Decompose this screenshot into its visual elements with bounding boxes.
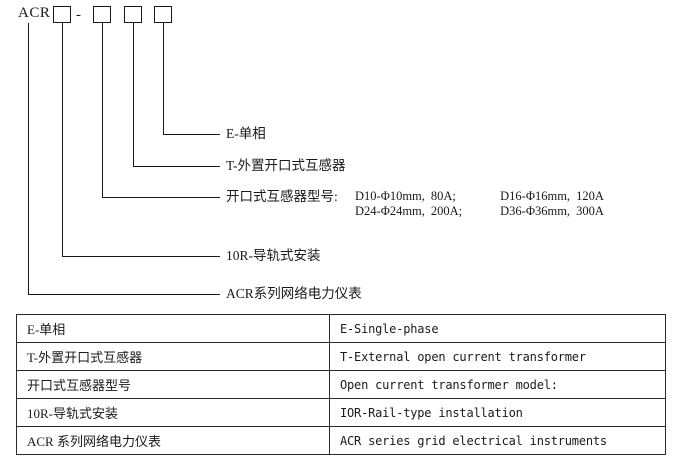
- model-code-header: ACR -: [0, 0, 681, 34]
- legend-cn-3: 10R-导轨式安装: [16, 398, 330, 427]
- annotation-single-phase: E-单相: [226, 126, 266, 141]
- leader-hline-acr-series: [28, 294, 220, 296]
- model-prefix-label: ACR: [18, 5, 51, 21]
- table-row: 开口式互感器型号 Open current transformer model:: [16, 370, 666, 399]
- legend-en-2: Open current transformer model:: [329, 370, 666, 399]
- leader-vline-acr-series: [28, 23, 30, 295]
- legend-cn-1: T-外置开口式互感器: [16, 342, 330, 371]
- model-separator-dash: -: [76, 7, 81, 23]
- annotation-ct-model: 开口式互感器型号:: [226, 189, 338, 204]
- legend-table: E-单相 E-Single-phase T-外置开口式互感器 T-Externa…: [16, 314, 666, 455]
- leader-vline-rail-installation: [62, 23, 64, 257]
- ct-model-name-2: D16-Φ16mm,: [500, 189, 571, 203]
- spec-gap: [468, 204, 500, 219]
- code-box-2: [93, 6, 111, 23]
- table-row: D10-Φ10mm, 80A; D16-Φ16mm, 120A: [355, 189, 610, 204]
- leader-hline-single-phase: [163, 134, 220, 136]
- ct-model-current-4: 300A: [576, 204, 604, 218]
- legend-en-3: IOR-Rail-type installation: [329, 398, 666, 427]
- ct-model-current-1: 80A;: [430, 189, 456, 203]
- leader-hline-ct-model: [102, 197, 220, 199]
- legend-cn-4: ACR 系列网络电力仪表: [16, 426, 330, 455]
- code-box-4: [154, 6, 172, 23]
- spec-gap: [468, 189, 500, 204]
- legend-en-0: E-Single-phase: [329, 314, 666, 343]
- leader-vline-ct-model: [102, 23, 104, 198]
- legend-cn-2: 开口式互感器型号: [16, 370, 330, 399]
- leader-hline-rail-installation: [62, 256, 220, 258]
- code-box-1: [53, 6, 71, 23]
- annotation-rail-installation: 10R-导轨式安装: [226, 248, 321, 263]
- ct-model-current-2: 120A: [576, 189, 604, 203]
- ct-model-name-1: D10-Φ10mm,: [355, 189, 425, 203]
- ct-model-name-4: D36-Φ36mm,: [500, 204, 571, 218]
- leader-lines-group: [28, 23, 220, 296]
- table-row: ACR 系列网络电力仪表 ACR series grid electrical …: [16, 426, 666, 455]
- ct-model-name-3: D24-Φ24mm,: [355, 204, 425, 218]
- table-row: E-单相 E-Single-phase: [16, 314, 666, 343]
- ct-model-spec-table: D10-Φ10mm, 80A; D16-Φ16mm, 120A D24-Φ24m…: [355, 189, 610, 219]
- legend-cn-0: E-单相: [16, 314, 330, 343]
- table-row: 10R-导轨式安装 IOR-Rail-type installation: [16, 398, 666, 427]
- table-row: T-外置开口式互感器 T-External open current trans…: [16, 342, 666, 371]
- annotation-external-ct: T-外置开口式互感器: [226, 158, 346, 173]
- leader-hline-external-ct: [133, 166, 220, 168]
- annotation-acr-series: ACR系列网络电力仪表: [226, 286, 362, 301]
- leader-vline-single-phase: [163, 23, 165, 135]
- table-row: D24-Φ24mm, 200A; D36-Φ36mm, 300A: [355, 204, 610, 219]
- ct-model-current-3: 200A;: [430, 204, 463, 218]
- legend-en-1: T-External open current transformer: [329, 342, 666, 371]
- leader-vline-external-ct: [133, 23, 135, 167]
- legend-en-4: ACR series grid electrical instruments: [329, 426, 666, 455]
- code-box-3: [124, 6, 142, 23]
